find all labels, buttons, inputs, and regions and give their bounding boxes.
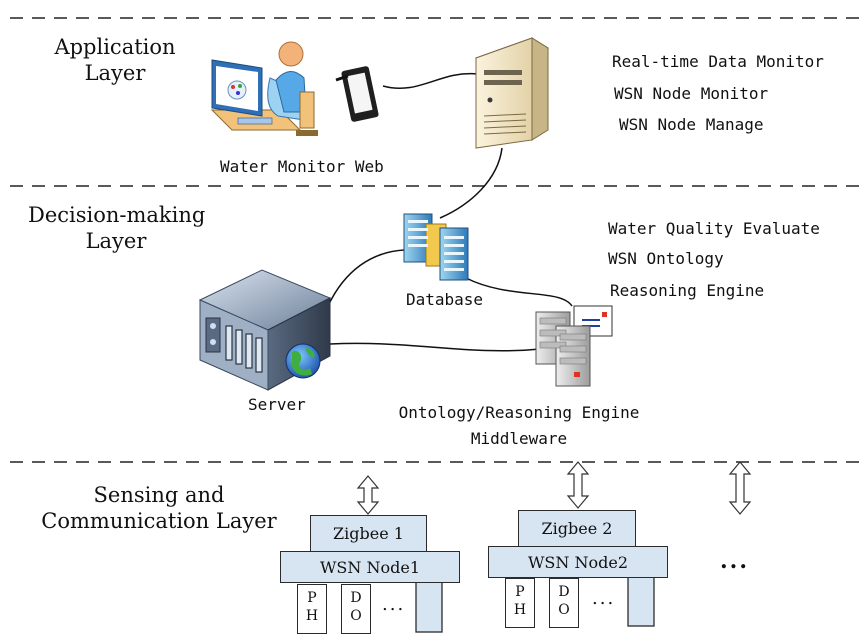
app-feature-realtime-monitor: Real-time Data Monitor [612, 52, 824, 71]
wsn-node-label-1: WSN Node1 [319, 557, 420, 577]
decision-feature-water-quality: Water Quality Evaluate [608, 219, 820, 238]
tablet-icon [335, 66, 379, 122]
node1-chassis [415, 581, 443, 633]
more-sensors-node2: ... [592, 588, 616, 609]
rack-server-icon [198, 269, 332, 391]
wsn-node-box-1: WSN Node1 [280, 551, 460, 583]
layer-title-decision-line2: Layer [85, 229, 147, 253]
double-arrow-icon [356, 461, 752, 515]
layer-title-application-line2: Layer [84, 61, 146, 85]
link-tower-database [439, 147, 503, 219]
layer-title-sensing-line2: Communication Layer [41, 509, 277, 533]
globe-icon [285, 343, 321, 379]
wsn-node-box-2: WSN Node2 [488, 546, 668, 578]
more-sensors-node1: ... [382, 594, 406, 615]
link-server-middleware [329, 342, 541, 352]
layer-title-decision: Decision-making Layer [28, 202, 206, 254]
link-database-middleware [465, 277, 573, 307]
computer-user-icon [210, 41, 318, 136]
decision-feature-ontology: WSN Ontology [608, 249, 724, 268]
caption-server: Server [248, 395, 306, 414]
decision-feature-reasoning: Reasoning Engine [610, 281, 765, 300]
caption-water-monitor-web: Water Monitor Web [220, 157, 384, 176]
wsn-node-label-2: WSN Node2 [527, 552, 628, 572]
layer-title-application-line1: Application [54, 35, 176, 59]
layer-title-sensing-line1: Sensing and [93, 483, 225, 507]
node2-chassis [627, 575, 655, 627]
more-nodes-ellipsis: ... [720, 548, 749, 574]
caption-middleware-line1: Ontology/Reasoning Engine [398, 403, 640, 422]
mail-server-icon [535, 305, 613, 387]
zigbee-box-1: Zigbee 1 [310, 515, 427, 552]
caption-database: Database [406, 290, 484, 309]
caption-middleware: Ontology/Reasoning Engine Middleware [384, 403, 654, 449]
database-icon [403, 213, 469, 281]
zigbee-label-1: Zigbee 1 [333, 524, 404, 543]
app-feature-node-manage: WSN Node Manage [619, 115, 764, 134]
caption-middleware-line2: Middleware [470, 429, 568, 448]
link-tablet-server [382, 72, 479, 90]
layer-title-decision-line1: Decision-making [28, 203, 206, 227]
tower-server-icon [474, 37, 550, 149]
layer-title-sensing: Sensing and Communication Layer [34, 482, 284, 534]
link-server-database [327, 249, 405, 307]
zigbee-label-2: Zigbee 2 [541, 519, 613, 538]
app-feature-node-monitor: WSN Node Monitor [614, 84, 769, 103]
zigbee-box-2: Zigbee 2 [518, 510, 636, 547]
layer-title-application: Application Layer [40, 34, 190, 86]
